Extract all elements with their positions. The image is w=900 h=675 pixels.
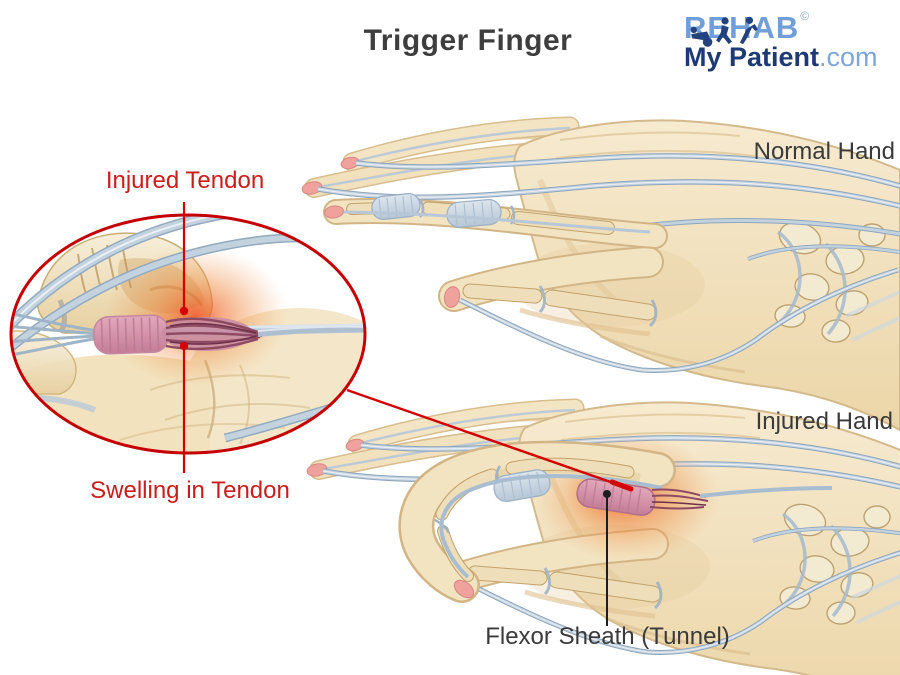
brand-logo: REHAB © My Patient.com: [684, 9, 896, 71]
flexor-tunnel-normal-2: [446, 198, 502, 228]
swelling-pointer-line: [179, 341, 189, 473]
logo-wordmark-bottom: My Patient.com: [684, 44, 896, 71]
logo-dot-com: .com: [819, 42, 878, 72]
curled-finger: [398, 440, 676, 603]
exercise-figures-icon: [690, 16, 758, 47]
magnifier-inset: [9, 213, 367, 455]
normal-hand-illustration: [301, 120, 900, 430]
logo-my-patient: My Patient: [684, 42, 820, 72]
flexor-sheath-pointer-line: [603, 490, 611, 626]
magnifier-ring: [9, 213, 367, 455]
inset-to-hand-pointer-line: [346, 388, 634, 492]
copyright-mark: ©: [800, 9, 810, 23]
injured-tendon-pointer-line: [179, 202, 189, 316]
injured-hand-illustration: [306, 402, 900, 675]
flexor-tunnel-normal: [371, 192, 421, 221]
